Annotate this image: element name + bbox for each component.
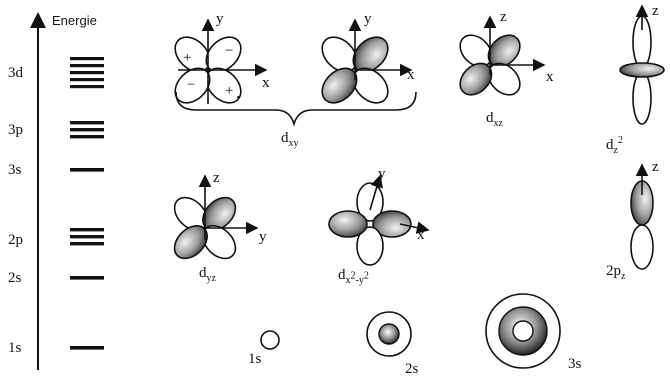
sign-upper-left: + — [183, 50, 192, 66]
level-label-2p: 2p — [8, 232, 23, 248]
dxy-signed-axis-y: y — [216, 11, 224, 27]
dz2-label: dz2 — [606, 135, 623, 156]
dxz-axis-z: z — [500, 9, 507, 25]
dxy-label: dxy — [281, 130, 299, 149]
dx2y2-axis-x: x — [417, 227, 425, 243]
level-label-3p: 3p — [8, 122, 23, 138]
dxy-shaded-orbital — [321, 18, 413, 104]
dyz-axis-y: y — [259, 229, 267, 245]
level-2s-bar — [70, 276, 104, 280]
dxz-orbital — [459, 15, 546, 96]
dyz-axis-z: z — [213, 170, 220, 186]
level-label-3s: 3s — [8, 162, 22, 178]
sign-lower-right: + — [225, 83, 234, 99]
dxy-signed-axis-x: x — [262, 75, 270, 91]
dxy-shaded-axis-x: x — [407, 67, 415, 83]
s1-orbital — [260, 330, 280, 350]
level-3d-bars — [70, 57, 104, 89]
energy-level-bars — [70, 57, 104, 350]
p2z-label: 2pz — [606, 263, 626, 282]
dx2y2-axis-y: y — [378, 166, 386, 182]
s1-label: 1s — [248, 351, 262, 367]
sign-upper-right: − — [225, 43, 234, 59]
dx2y2-orbital — [328, 174, 430, 266]
p2z-axis-z: z — [652, 159, 659, 175]
dxy-signed-orbital — [174, 18, 268, 104]
dxy-brace — [175, 91, 417, 127]
s3-label: 3s — [568, 356, 582, 372]
dz2-axis-z: z — [652, 3, 659, 19]
s2-label: 2s — [405, 361, 419, 377]
sign-lower-left: − — [187, 77, 196, 93]
dyz-label: dyz — [199, 265, 216, 284]
level-label-2s: 2s — [8, 270, 22, 286]
dxz-axis-x: x — [546, 69, 554, 85]
level-label-3d: 3d — [8, 65, 23, 81]
level-3p-bars — [70, 121, 104, 139]
energy-axis-title: Energie — [52, 13, 97, 28]
p2z-orbital — [630, 163, 654, 270]
dz2-orbital — [619, 4, 665, 125]
dxy-shaded-axis-y: y — [364, 11, 372, 27]
level-2p-bars — [70, 228, 104, 246]
dxz-label: dxz — [486, 110, 503, 129]
level-3s-bar — [70, 168, 104, 172]
s2-orbital — [366, 311, 412, 357]
level-1s-bar — [70, 346, 104, 350]
dyz-orbital — [173, 174, 259, 260]
dx2y2-label: dx2-y2 — [338, 267, 369, 286]
s3-orbital — [485, 293, 561, 369]
level-label-1s: 1s — [8, 340, 22, 356]
stray-dot — [237, 96, 239, 98]
